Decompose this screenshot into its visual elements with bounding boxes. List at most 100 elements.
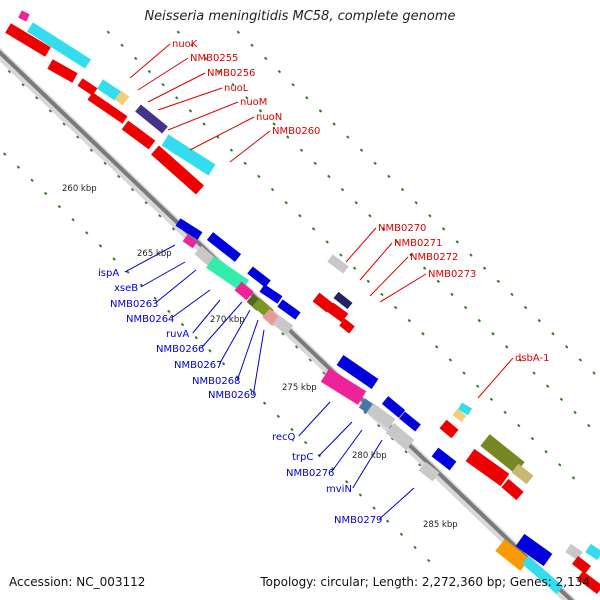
gene-nuol[interactable]	[96, 79, 122, 101]
gene-blue-2[interactable]	[247, 266, 271, 288]
gene-label-forward[interactable]: NMB0260	[272, 126, 320, 137]
gene-ispa[interactable]	[182, 234, 198, 249]
gene-label-forward[interactable]: nuoM	[240, 97, 267, 108]
guide-dot	[194, 335, 198, 340]
gene-dsba-1[interactable]	[457, 402, 473, 416]
gene-cyan-2[interactable]	[521, 556, 564, 594]
gene-red-large[interactable]	[151, 145, 204, 195]
gene-label-forward[interactable]: NMB0256	[207, 68, 255, 79]
guide-dot	[176, 30, 181, 34]
gene-label-forward[interactable]: NMB0255	[190, 53, 238, 64]
guide-dot	[272, 122, 276, 126]
gene-label-reverse[interactable]: ispA	[98, 268, 119, 279]
genome-summary-text: Topology: circular; Length: 2,272,360 bp…	[260, 575, 590, 589]
gene-nmb0268[interactable]	[272, 315, 294, 335]
gene-nmb0267[interactable]	[262, 308, 280, 327]
gene-red-4[interactable]	[501, 478, 524, 501]
gene-label-forward[interactable]: nuoK	[172, 39, 198, 50]
gene-label-forward[interactable]: NMB0273	[428, 269, 476, 280]
leader-line	[201, 301, 243, 349]
gene-label-reverse[interactable]: NMB0264	[126, 314, 174, 325]
gene-cyan-3[interactable]	[585, 543, 600, 561]
guide-dot	[372, 506, 376, 510]
gene-blue-5[interactable]	[381, 396, 406, 418]
gene-nuok[interactable]	[27, 22, 91, 69]
gene-label-forward[interactable]: dsbA-1	[515, 353, 550, 364]
gene-red-5[interactable]	[571, 556, 592, 574]
guide-dot	[44, 191, 48, 196]
guide-dot	[190, 43, 194, 48]
gene-label-reverse[interactable]: NMB0267	[174, 360, 222, 371]
gene-mvin[interactable]	[385, 423, 415, 450]
gene-tan-2	[452, 408, 467, 423]
guide-dot	[532, 371, 536, 375]
gene-blue-6[interactable]	[399, 411, 421, 432]
gene-label-reverse[interactable]: ruvA	[166, 329, 189, 340]
guide-dot	[2, 152, 7, 156]
gene-nmb0260[interactable]	[161, 134, 216, 176]
gene-label-reverse[interactable]: NMB0279	[334, 515, 382, 526]
gene-label-reverse[interactable]: recQ	[272, 432, 296, 443]
guide-dot	[422, 266, 427, 270]
gene-nmb0271[interactable]	[333, 291, 353, 310]
gene-red-3[interactable]	[465, 448, 510, 487]
guide-dot	[523, 305, 528, 310]
guide-dot	[339, 253, 343, 257]
guide-dot	[510, 292, 514, 297]
gene-nmb0270[interactable]	[327, 254, 349, 274]
gene-nmb0264[interactable]	[234, 281, 254, 301]
guide-dot	[270, 187, 275, 192]
gene-nuon[interactable]	[121, 120, 156, 150]
gene-blue-8[interactable]	[515, 533, 553, 567]
guide-dot	[352, 266, 357, 270]
gene-grey-2[interactable]	[565, 543, 583, 561]
guide-dot	[264, 56, 268, 61]
gene-nmb0279[interactable]	[418, 461, 440, 482]
gene-nuom[interactable]	[87, 92, 128, 124]
gene-label-reverse[interactable]: trpC	[292, 452, 313, 463]
gene-nmb0256[interactable]	[77, 78, 98, 96]
gene-label-reverse[interactable]: mviN	[326, 484, 352, 495]
gene-red[interactable]	[5, 23, 51, 57]
gene-red-6[interactable]	[577, 571, 600, 594]
guide-dot	[171, 227, 176, 231]
gene-label-reverse[interactable]: NMB0266	[156, 344, 204, 355]
gene-olive[interactable]	[480, 434, 525, 474]
gene-label-reverse[interactable]: NMB0276	[286, 468, 334, 479]
gene-nmb0273[interactable]	[326, 302, 349, 323]
gene-label-forward[interactable]: NMB0271	[394, 238, 442, 249]
gene-red-2[interactable]	[439, 419, 459, 439]
guide-dot	[322, 371, 326, 375]
guide-dot	[482, 266, 487, 270]
gene-blue-4[interactable]	[277, 299, 301, 320]
guide-dot	[450, 292, 454, 297]
guide-dot	[491, 332, 495, 336]
guide-dot	[340, 187, 345, 192]
guide-dot	[257, 174, 261, 179]
gene-recq[interactable]	[336, 355, 379, 389]
gene-nmb0263[interactable]	[206, 256, 249, 292]
gene-label-reverse[interactable]: NMB0268	[192, 376, 240, 387]
gene-red-small[interactable]	[339, 318, 355, 334]
gene-pink-large[interactable]	[320, 368, 367, 405]
gene-label-forward[interactable]: NMB0272	[410, 252, 458, 263]
guide-dot	[441, 227, 446, 231]
gene-label-forward[interactable]: nuoN	[256, 112, 282, 123]
gene-label-reverse[interactable]: NMB0263	[110, 299, 158, 310]
gene-blue-3[interactable]	[259, 284, 283, 304]
gene-nmb0276[interactable]	[366, 403, 396, 429]
gene-label-forward[interactable]: nuoL	[224, 83, 249, 94]
gene-blue-1[interactable]	[175, 218, 203, 240]
gene-blue-7[interactable]	[431, 447, 457, 471]
leader-line	[167, 101, 239, 131]
gene-orange[interactable]	[495, 539, 530, 571]
gene-label-reverse[interactable]: xseB	[114, 283, 138, 294]
gene-nmb0255[interactable]	[47, 59, 78, 83]
leader-line	[147, 72, 206, 103]
gene-nmb0272[interactable]	[312, 292, 334, 313]
gene-xseb[interactable]	[206, 232, 242, 262]
gene-grey-1[interactable]	[194, 245, 216, 267]
gene-label-forward[interactable]: NMB0270	[378, 223, 426, 234]
gene-label-reverse[interactable]: NMB0269	[208, 390, 256, 401]
